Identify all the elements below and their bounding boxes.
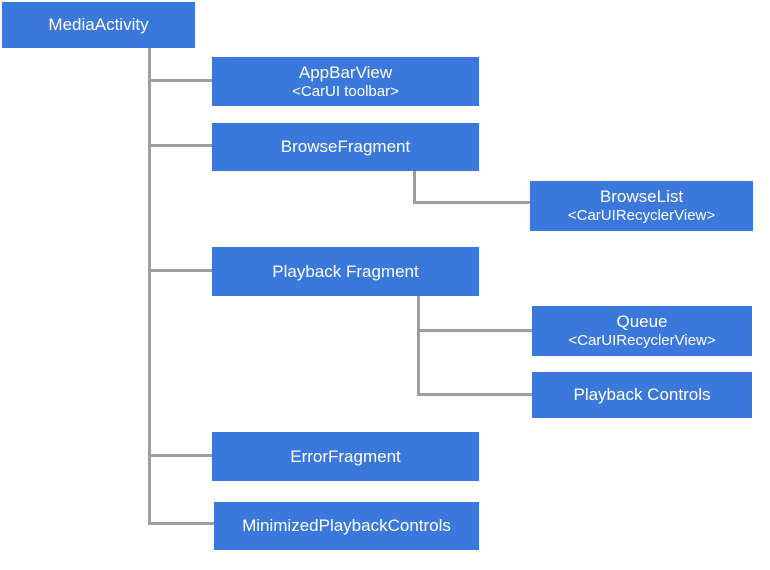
connector-branch-browsefragment bbox=[148, 144, 212, 147]
node-browse-list-label: BrowseList bbox=[599, 187, 684, 206]
connector-trunk bbox=[148, 48, 151, 525]
node-error-fragment: ErrorFragment bbox=[212, 432, 479, 481]
node-app-bar-view-sublabel: <CarUI toolbar> bbox=[292, 82, 399, 100]
connector-branch-browselist bbox=[413, 201, 530, 204]
connector-branch-playbackcontrols bbox=[417, 393, 532, 396]
connector-playbackfragment-drop bbox=[417, 296, 420, 396]
connector-branch-errorfragment bbox=[148, 454, 212, 457]
node-browse-list-sublabel: <CarUIRecyclerView> bbox=[567, 207, 716, 225]
node-queue-sublabel: <CarUIRecyclerView> bbox=[568, 332, 716, 350]
node-queue: Queue <CarUIRecyclerView> bbox=[532, 306, 752, 356]
node-browse-fragment: BrowseFragment bbox=[212, 123, 479, 171]
node-app-bar-view-label: AppBarView bbox=[298, 62, 393, 82]
node-media-activity: MediaActivity bbox=[2, 2, 195, 48]
connector-browsefragment-drop bbox=[413, 171, 416, 204]
node-browse-list: BrowseList <CarUIRecyclerView> bbox=[530, 181, 753, 231]
node-minimized-playback-controls-label: MinimizedPlaybackControls bbox=[242, 516, 451, 536]
node-browse-fragment-label: BrowseFragment bbox=[280, 137, 411, 157]
node-app-bar-view: AppBarView <CarUI toolbar> bbox=[212, 57, 479, 106]
node-playback-fragment: Playback Fragment bbox=[212, 247, 479, 296]
connector-branch-minimizedplaybackcontrols bbox=[148, 522, 214, 525]
node-error-fragment-label: ErrorFragment bbox=[290, 446, 401, 466]
connector-branch-playbackfragment bbox=[148, 269, 212, 272]
node-playback-controls-label: Playback Controls bbox=[573, 385, 711, 405]
node-media-activity-label: MediaActivity bbox=[48, 15, 149, 35]
node-queue-label: Queue bbox=[616, 312, 668, 331]
node-minimized-playback-controls: MinimizedPlaybackControls bbox=[214, 502, 479, 550]
node-playback-fragment-label: Playback Fragment bbox=[272, 261, 419, 281]
connector-branch-appbarview bbox=[148, 79, 212, 82]
connector-branch-queue bbox=[417, 329, 532, 332]
node-playback-controls: Playback Controls bbox=[532, 372, 752, 418]
